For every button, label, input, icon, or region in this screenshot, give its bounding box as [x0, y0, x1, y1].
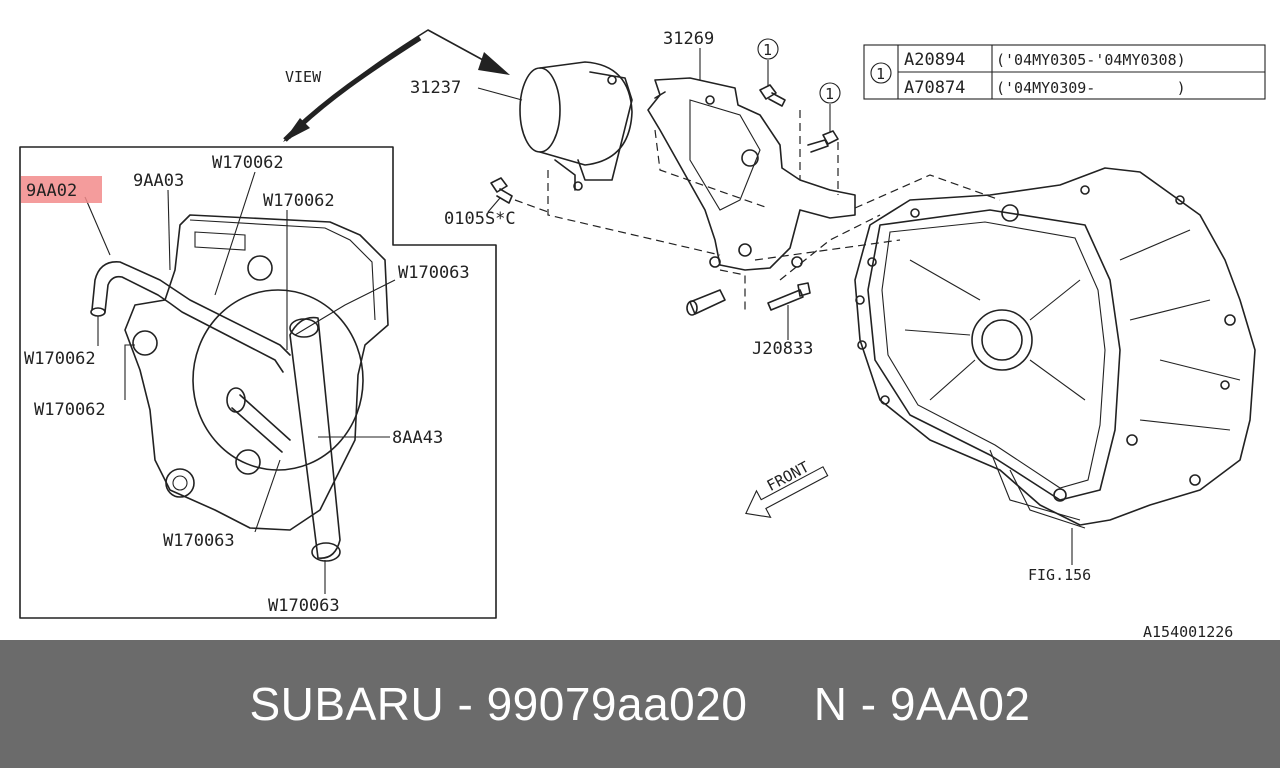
detail-inset: 9AA02 9AA03 W170062 W170062 W170063 W170… [19, 146, 497, 619]
label-fig156: FIG.156 [1028, 566, 1091, 584]
part-number-caption: SUBARU - 99079aa020 N - 9AA02 [249, 678, 1031, 730]
table-row2-part: A70874 [904, 78, 965, 98]
label-W170063-right: W170063 [398, 263, 470, 283]
footer-bar: SUBARU - 99079aa020 N - 9AA02 [0, 640, 1280, 768]
svg-text:1: 1 [825, 85, 834, 103]
table-row1-part: A20894 [904, 50, 965, 70]
svg-text:1: 1 [763, 41, 772, 59]
label-31237: 31237 [410, 78, 461, 98]
label-W170063-lower: W170063 [163, 531, 235, 551]
label-9AA03: 9AA03 [133, 171, 184, 191]
view-label: VIEW [285, 68, 322, 86]
table-row2-range: ('04MY0309- ) [996, 79, 1186, 97]
highlight-9AA02 [21, 176, 102, 203]
bolt-upper-2 [807, 130, 839, 153]
label-31269: 31269 [663, 29, 714, 49]
callout-1-left: 1 [757, 38, 779, 60]
table-key: 1 [876, 65, 885, 83]
label-0105SC: 0105S*C [444, 209, 516, 229]
callout-1-right: 1 [819, 82, 841, 104]
label-J20833: J20833 [752, 339, 813, 359]
front-arrow: FRONT [745, 458, 829, 519]
label-W170062-top: W170062 [212, 153, 284, 173]
bolt-J20833 [767, 282, 811, 311]
table-row1-range: ('04MY0305-'04MY0308) [996, 51, 1186, 69]
image-code: A154001226 [1143, 623, 1233, 640]
parts-diagram: VIEW [19, 29, 1266, 640]
nipple-fitting [686, 289, 726, 316]
label-W170062-mid: W170062 [263, 191, 335, 211]
label-W170062-left: W170062 [24, 349, 96, 369]
view-arrow: VIEW [283, 29, 510, 142]
bracket-assembly: 31269 31237 0105S*C J20833 1 1 [410, 29, 1001, 359]
label-W170062-lower: W170062 [34, 400, 106, 420]
label-9AA02: 9AA02 [26, 181, 77, 201]
front-label: FRONT [764, 458, 812, 495]
bolt-0105S [490, 177, 513, 204]
transmission-case: FIG.156 [854, 167, 1256, 584]
label-W170063-bottom: W170063 [268, 596, 340, 616]
reference-table: 1 A20894 ('04MY0305-'04MY0308) A70874 ('… [863, 44, 1266, 100]
label-8AA43: 8AA43 [392, 428, 443, 448]
bolt-upper-1 [759, 84, 786, 107]
